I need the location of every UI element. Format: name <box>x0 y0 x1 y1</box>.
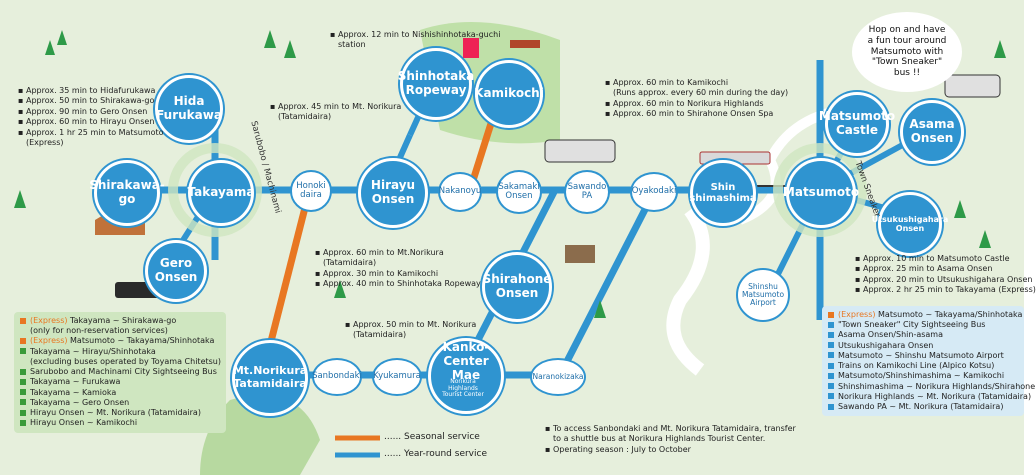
legend-right-row: (Express) Matsumoto ~ Takayama/Shinhotak… <box>828 310 1022 320</box>
station-shinhotaka-ropeway[interactable]: Shinhotaka Ropeway <box>398 48 474 120</box>
note-shinshimashima: ▪ Approx. 60 min to Kamikochi (Runs appr… <box>605 78 789 119</box>
legend-yearround-label: ...... Year-round service <box>384 449 487 459</box>
station-matsumoto-castle[interactable]: Matsumoto Castle <box>819 92 895 156</box>
legend-left: (Express) Takayama ~ Shirakawa-go (only … <box>14 312 226 433</box>
forest-area-2 <box>200 395 320 475</box>
note-takayama: ▪ Approx. 35 min to Hidafurukawa ▪ Appro… <box>18 86 164 147</box>
legend-left-row: (Express) Matsumoto ~ Takayama/Shinhotak… <box>20 336 220 346</box>
legend-right-row: Utsukushigahara Onsen <box>828 341 1018 351</box>
legend-left-row: (Express) Takayama ~ Shirakawa-go <box>20 316 220 326</box>
note-kanko: ▪ Approx. 50 min to Mt. Norikura (Tatami… <box>345 320 477 340</box>
note-hirayu: ▪ Approx. 60 min to Mt.Norikura (Tatamid… <box>315 248 481 289</box>
station-asama-onsen[interactable]: Asama Onsen <box>900 100 964 164</box>
legend-right: (Express) Matsumoto ~ Takayama/Shinhotak… <box>822 306 1035 417</box>
note-bottom: ▪ To access Sanbondaki and Mt. Norikura … <box>545 424 796 454</box>
station-nakanoyu[interactable]: Nakanoyu <box>438 172 482 212</box>
station-mt-norikura-tatamidaira[interactable]: Mt.Norikura Tatamidaira <box>232 340 308 416</box>
legend-seasonal-label: ...... Seasonal service <box>384 432 480 442</box>
legend-right-row: Matsumoto ~ Shinshu Matsumoto Airport <box>828 351 1018 361</box>
legend-right-row: Asama Onsen/Shin-asama <box>828 330 1018 340</box>
station-shin-shimashima[interactable]: Shin shimashima <box>689 160 757 226</box>
onsen-house-icon <box>565 245 595 263</box>
station-shinshu-matsumoto-airport[interactable]: Shinshu Matsumoto Airport <box>736 268 790 322</box>
bus-icon-center <box>544 139 616 163</box>
station-kanko-center-mae[interactable]: Kanko-Center Mae <box>428 338 504 414</box>
station-oyakodaki[interactable]: Oyakodaki <box>630 172 678 212</box>
legend-right-row: Shinshimashima ~ Norikura Highlands/Shir… <box>828 382 1035 392</box>
legend-right-row: Norikura Highlands ~ Mt. Norikura (Tatam… <box>828 392 1031 402</box>
station-utsukushigahara-onsen[interactable]: Utsukushigahara Onsen <box>872 192 948 256</box>
ropeway-icon <box>463 38 479 58</box>
station-takayama[interactable]: Takayama <box>188 160 254 226</box>
note-matsumoto: ▪ Approx. 10 min to Matsumoto Castle ▪ A… <box>855 254 1036 295</box>
airport-road <box>666 205 710 376</box>
matsumoto-loop <box>773 143 867 237</box>
seasonal-route-honoki <box>261 187 314 366</box>
takayama-loop <box>168 143 262 237</box>
station-honoki-daira[interactable]: Honoki daira <box>290 170 332 212</box>
legend-left-row: Hirayu Onsen ~ Kamikochi <box>20 418 220 428</box>
station-sawando-pa[interactable]: Sawando PA <box>564 170 610 214</box>
speech-bubble: Hop on and have a fun tour around Matsum… <box>852 12 962 92</box>
station-matsumoto[interactable]: Matsumoto <box>783 158 859 228</box>
legend-left-row: Takayama ~ Hirayu/Shinhotaka <box>20 347 220 357</box>
station-kyukamura[interactable]: Kyukamura <box>372 358 422 396</box>
note-nishishinhotaka: ▪ Approx. 12 min to Nishishinhotaka-guch… <box>330 30 501 50</box>
oyakodaki-line <box>556 188 659 377</box>
tree-icons <box>14 30 1006 318</box>
legend-left-row: Hirayu Onsen ~ Mt. Norikura (Tatamidaira… <box>20 408 220 418</box>
station-shirakawa-go[interactable]: Shirakawa- go <box>89 160 165 226</box>
station-gero-onsen[interactable]: Gero Onsen <box>145 240 207 302</box>
note-honoki: ▪ Approx. 45 min to Mt. Norikura (Tatami… <box>270 102 402 122</box>
legend-left-row: (only for non-reservation services) <box>30 326 168 336</box>
legend-left-row: Takayama ~ Furukawa <box>20 377 220 387</box>
legend-right-row: Sawando PA ~ Mt. Norikura (Tatamidaira) <box>828 402 1018 412</box>
legend-left-row: (excluding buses operated by Toyama Chit… <box>30 356 221 366</box>
legend-left-row: Takayama ~ Gero Onsen <box>20 398 220 408</box>
legend-right-row: Matsumoto/Shinshimashima ~ Kamikochi <box>828 371 1018 381</box>
station-shirahone-onsen[interactable]: Shirahone Onsen <box>482 252 552 322</box>
legend-left-row: Sarubobo and Machinami City Sightseeing … <box>20 367 220 377</box>
station-sanbondaki[interactable]: Sanbondaki <box>312 358 362 396</box>
bus-icon-right <box>944 74 1001 98</box>
legend-right-row: Trains on Kamikochi Line (Alpico Kotsu) <box>828 361 1018 371</box>
station-sakamaki-onsen[interactable]: Sakamaki Onsen <box>496 170 542 214</box>
station-hirayu-onsen[interactable]: Hirayu Onsen <box>358 158 428 228</box>
station-kamikochi[interactable]: Kamikochi <box>474 60 544 128</box>
kanko-center-sub-label: Norikura Highlands Tourist Center <box>442 378 484 399</box>
kappa-bridge-icon <box>510 40 540 48</box>
legend-left-row: Takayama ~ Kamioka <box>20 388 220 398</box>
legend-right-row: "Town Sneaker" City Sightseeing Bus <box>828 320 1018 330</box>
station-naranokizaka[interactable]: Naranokizaka <box>530 358 586 396</box>
station-hida-furukawa[interactable]: Hida Furukawa <box>155 75 223 143</box>
